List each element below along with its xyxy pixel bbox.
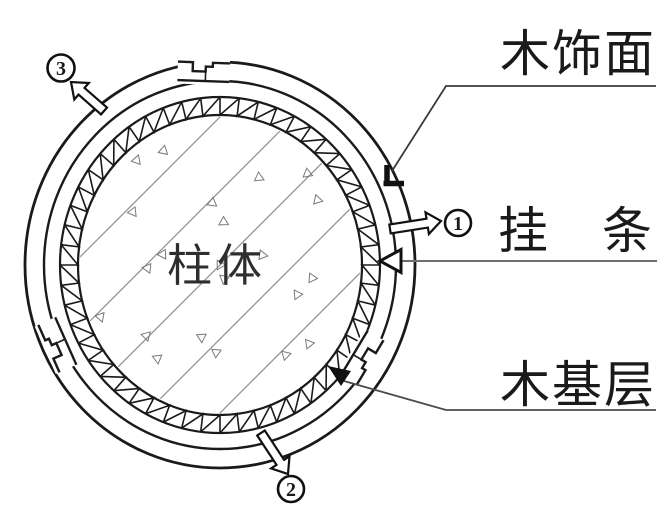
marker-1-digit: 1 bbox=[453, 213, 463, 235]
wood-base-leader-line bbox=[343, 380, 656, 411]
marker-2-digit: 2 bbox=[286, 479, 296, 501]
marker-2-circle bbox=[276, 474, 306, 504]
veneer-joint-top bbox=[177, 57, 231, 86]
veneer-joint-lower-right bbox=[337, 328, 387, 387]
marker-3-circle bbox=[46, 53, 76, 83]
arrow-3 bbox=[69, 80, 109, 116]
marker-3: 3 bbox=[46, 53, 76, 83]
number-markers: 1 2 3 bbox=[46, 53, 473, 504]
marker-1-circle bbox=[443, 208, 473, 238]
marker-1: 1 bbox=[443, 208, 473, 238]
marker-3-digit: 3 bbox=[56, 58, 66, 80]
segment-direction-arrows bbox=[69, 80, 443, 476]
label-wood-base: 木基层 bbox=[500, 357, 656, 413]
arrow-1 bbox=[388, 210, 443, 237]
wood-base-arrowhead bbox=[328, 366, 351, 386]
marker-2: 2 bbox=[276, 474, 306, 504]
base-layer-inner-circle bbox=[76, 113, 364, 417]
wood-veneer-tick-mark bbox=[383, 165, 404, 187]
veneer-joint-lower-left bbox=[34, 315, 80, 374]
leader-lines bbox=[328, 85, 657, 411]
wood-veneer-leader-line bbox=[391, 85, 656, 172]
base-layer-outer-circle bbox=[58, 95, 382, 435]
column-core-label: 柱体 bbox=[167, 241, 267, 291]
hanging-strip-arrowhead bbox=[376, 246, 403, 276]
arrow-2 bbox=[255, 428, 291, 476]
label-wood-veneer: 木饰面 bbox=[500, 26, 656, 82]
veneer-joints bbox=[34, 57, 387, 387]
label-hanging-strip: 挂 条 bbox=[498, 203, 654, 259]
